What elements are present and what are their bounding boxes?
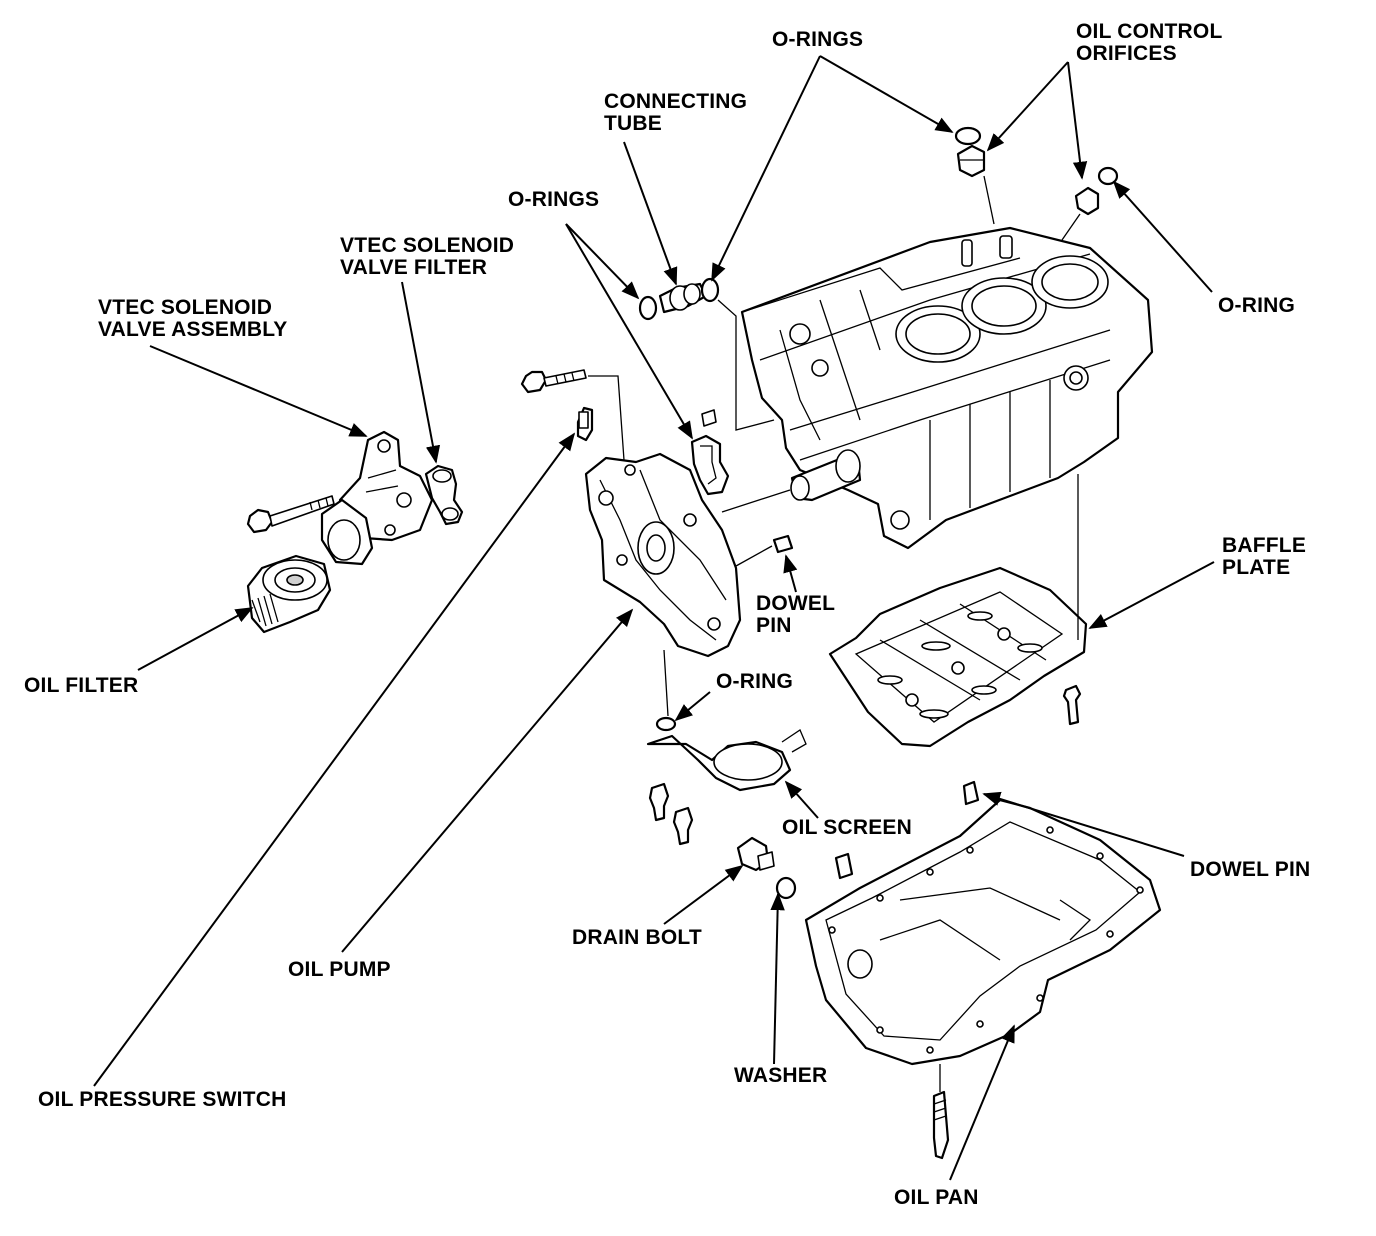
labels: O-RINGS OIL CONTROL ORIFICES CONNECTING … <box>24 20 1310 1209</box>
screen-bolt-2 <box>672 806 694 846</box>
assembly-lines <box>588 175 1081 1092</box>
oil-pump-housing <box>584 452 742 658</box>
engine-block <box>740 226 1154 550</box>
vtec-solenoid-valve-assembly <box>320 430 434 566</box>
leader-lines <box>93 55 1215 1181</box>
vtec-solenoid-valve-filter <box>424 464 464 526</box>
baffle-plate <box>828 566 1088 748</box>
connecting-tube <box>658 282 708 314</box>
label-baffle-plate-line2: PLATE <box>1222 556 1290 579</box>
label-oil-pump: OIL PUMP <box>288 958 391 981</box>
label-oil-pressure-switch: OIL PRESSURE SWITCH <box>38 1088 286 1111</box>
pan-bolt <box>932 1090 950 1160</box>
oil-pan <box>804 798 1162 1066</box>
o-ring-screen <box>655 716 677 732</box>
drain-bolt <box>736 836 775 872</box>
oil-filter <box>246 554 332 634</box>
pan-dowel-2 <box>962 780 980 806</box>
pump-dowel <box>701 409 717 427</box>
label-oil-screen: OIL SCREEN <box>782 816 912 839</box>
washer <box>775 876 797 900</box>
baffle-bolt <box>1062 684 1082 726</box>
dowel-pin-1 <box>772 534 794 554</box>
label-vtec-filter-line1: VTEC SOLENOID <box>340 234 514 257</box>
pump-gasket <box>690 434 730 496</box>
label-washer: WASHER <box>734 1064 827 1087</box>
label-o-rings-top: O-RINGS <box>772 28 863 51</box>
screen-bolt-1 <box>648 782 670 822</box>
label-dowel-pin-1-line1: DOWEL <box>756 592 835 615</box>
o-ring-orifice <box>1097 166 1119 186</box>
label-oil-filter: OIL FILTER <box>24 674 138 697</box>
oil-pressure-switch <box>576 406 594 442</box>
o-ring-left <box>638 295 658 321</box>
label-o-ring-right: O-RING <box>1218 294 1295 317</box>
oil-control-orifice-2 <box>1074 186 1100 216</box>
o-ring-right <box>700 277 720 303</box>
label-oil-control-orifices-line2: ORIFICES <box>1076 42 1177 65</box>
label-vtec-filter-line2: VALVE FILTER <box>340 256 487 279</box>
label-baffle-plate-line1: BAFFLE <box>1222 534 1306 557</box>
o-ring-top <box>954 126 982 146</box>
oil-screen <box>646 729 807 792</box>
vtec-bolt <box>246 495 335 534</box>
label-connecting-tube-line2: TUBE <box>604 112 662 135</box>
label-vtec-assembly-line2: VALVE ASSEMBLY <box>98 318 288 341</box>
label-vtec-assembly-line1: VTEC SOLENOID <box>98 296 272 319</box>
label-oil-pan: OIL PAN <box>894 1186 979 1209</box>
pan-dowel-1 <box>834 852 854 880</box>
label-oil-control-orifices-line1: OIL CONTROL <box>1076 20 1222 43</box>
label-dowel-pin-2: DOWEL PIN <box>1190 858 1310 881</box>
label-connecting-tube-line1: CONNECTING <box>604 90 747 113</box>
oil-control-orifice-1 <box>956 144 986 178</box>
label-drain-bolt: DRAIN BOLT <box>572 926 702 949</box>
label-dowel-pin-1-line2: PIN <box>756 614 792 637</box>
pump-bolt <box>520 369 587 394</box>
label-o-ring-screen: O-RING <box>716 670 793 693</box>
label-o-rings-mid: O-RINGS <box>508 188 599 211</box>
